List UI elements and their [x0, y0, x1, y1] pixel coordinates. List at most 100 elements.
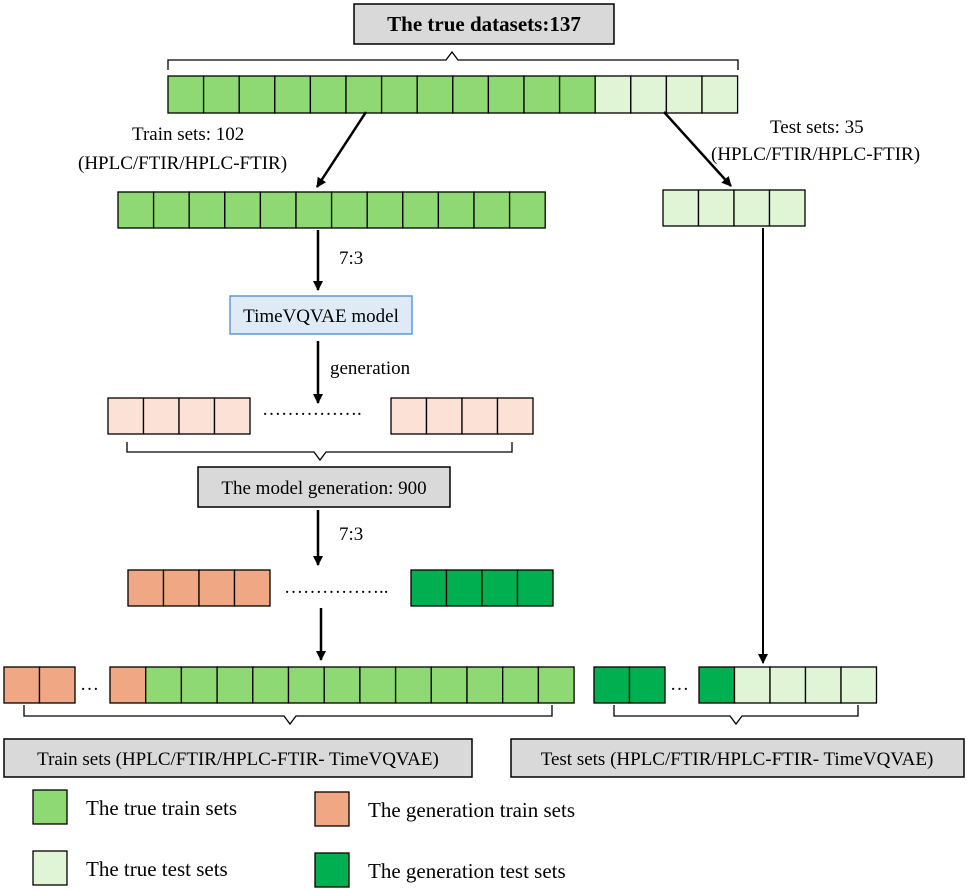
legend-true-test: The true test sets [86, 857, 228, 881]
timevqvae-model-label: TimeVQVAE model [243, 306, 399, 327]
gen-train-strip-cell [162, 569, 200, 607]
final-test-combined-cell [733, 666, 771, 704]
gen-test-strip-cell [445, 569, 483, 607]
generated-strip-right-cell [425, 397, 463, 435]
final-train-combined-cell [287, 666, 325, 704]
top-strip-cell [487, 75, 525, 114]
final-train-combined-cell [394, 666, 432, 704]
generated-dots: ……………. [262, 399, 362, 420]
model-generation-label: The model generation: 900 [221, 478, 426, 499]
top-strip-cell [380, 75, 418, 114]
generation-brace [126, 442, 513, 462]
top-strip-cell [167, 75, 205, 114]
train-sets-sublabel: (HPLC/FTIR/HPLC-FTIR) [78, 153, 287, 174]
top-strip-cell [309, 75, 347, 114]
true-datasets-box: The true datasets:137 [353, 3, 615, 45]
legend-gen-train: The generation train sets [368, 798, 575, 822]
final-train-combined-cell [502, 666, 540, 704]
top-strip-cell [202, 75, 240, 114]
top-strip-cell [630, 75, 668, 114]
final-train-gen-a-cell [38, 666, 76, 704]
final-train-brace [23, 705, 553, 726]
test-strip-cell [662, 189, 700, 227]
top-strip-cell [452, 75, 490, 114]
generated-strip-right-cell [390, 397, 428, 435]
train-strip-cell [437, 191, 475, 229]
top-strip-cell [701, 75, 739, 114]
train-strip-cell [188, 191, 226, 229]
true-datasets-box-bg [353, 3, 615, 45]
top-strip-cell [594, 75, 632, 114]
generated-strip-right-cell [496, 397, 534, 435]
final-train-box-label: Train sets (HPLC/FTIR/HPLC-FTIR- TimeVQV… [37, 749, 439, 770]
final-test-brace [613, 705, 859, 726]
legend-swatch-true-train [32, 789, 68, 825]
gen-test-strip-cell [481, 569, 519, 607]
top-strip-cell [345, 75, 383, 114]
final-test-gen-a-cell [593, 666, 631, 704]
final-test-combined-cell [804, 666, 842, 704]
generation-label: generation [330, 358, 411, 379]
test-strip-cell [768, 189, 806, 227]
final-train-dots: … [80, 674, 99, 695]
gen-test-strip-cell [516, 569, 554, 607]
top-strip-cell [523, 75, 561, 114]
gen-train-strip-cell [127, 569, 165, 607]
final-train-combined-cell [466, 666, 504, 704]
final-train-combined-cell [359, 666, 397, 704]
train-strip-cell [259, 191, 297, 229]
top-strip-cell [665, 75, 703, 114]
gen-train-strip-cell [198, 569, 236, 607]
final-test-dots: … [670, 674, 689, 695]
final-train-combined-cell [252, 666, 290, 704]
final-train-combined-cell [216, 666, 254, 704]
split-dots: …………….. [284, 577, 389, 598]
final-test-combined-cell [698, 666, 736, 704]
generated-strip-left-cell [142, 397, 180, 435]
final-train-combined-cell [430, 666, 468, 704]
legend-gen-test: The generation test sets [368, 859, 566, 883]
generated-strip-left-cell [178, 397, 216, 435]
top-strip-cell [238, 75, 276, 114]
legend-swatch-gen-test [314, 852, 350, 888]
final-train-combined-cell [145, 666, 183, 704]
train-strip-cell [117, 191, 155, 229]
train-strip-cell [473, 191, 511, 229]
final-test-box-bg [510, 738, 965, 778]
legend-swatch-gen-train [314, 791, 350, 827]
final-train-combined-cell [109, 666, 147, 704]
train-strip-cell [152, 191, 190, 229]
model-generation-box: The model generation: 900 [197, 466, 451, 508]
final-test-combined-cell [840, 666, 878, 704]
model-generation-box-bg [197, 466, 451, 508]
legend-true-train: The true train sets [86, 796, 237, 820]
train-strip-cell [366, 191, 404, 229]
timevqvae-model-box: TimeVQVAE model [229, 295, 413, 335]
train-split-arrow [315, 111, 368, 188]
gen-test-strip-cell [410, 569, 448, 607]
train-strip-cell [402, 191, 440, 229]
test-strip-cell [733, 189, 771, 227]
generated-strip-right-cell [461, 397, 499, 435]
cell-strips [3, 75, 878, 704]
final-test-combined-cell [769, 666, 807, 704]
train-strip-cell [508, 191, 546, 229]
final-train-combined-cell [180, 666, 218, 704]
train-strip-cell [330, 191, 368, 229]
final-train-gen-a-cell [3, 666, 41, 704]
legend: The true train sets The generation train… [32, 789, 575, 888]
test-strip-cell [697, 189, 735, 227]
train-sets-label: Train sets: 102 [132, 124, 244, 145]
test-sets-sublabel: (HPLC/FTIR/HPLC-FTIR) [711, 144, 920, 165]
legend-swatch-true-test [32, 850, 68, 886]
final-test-box-label: Test sets (HPLC/FTIR/HPLC-FTIR- TimeVQVA… [541, 749, 934, 770]
generated-strip-left-cell [213, 397, 251, 435]
top-strip-cell [274, 75, 312, 114]
top-strip-cell [558, 75, 596, 114]
final-test-gen-a-cell [628, 666, 666, 704]
test-split-arrow [663, 111, 732, 187]
true-datasets-title: The true datasets:137 [387, 12, 581, 36]
gen-train-strip-cell [233, 569, 271, 607]
ratio-label-2: 7:3 [339, 524, 363, 545]
